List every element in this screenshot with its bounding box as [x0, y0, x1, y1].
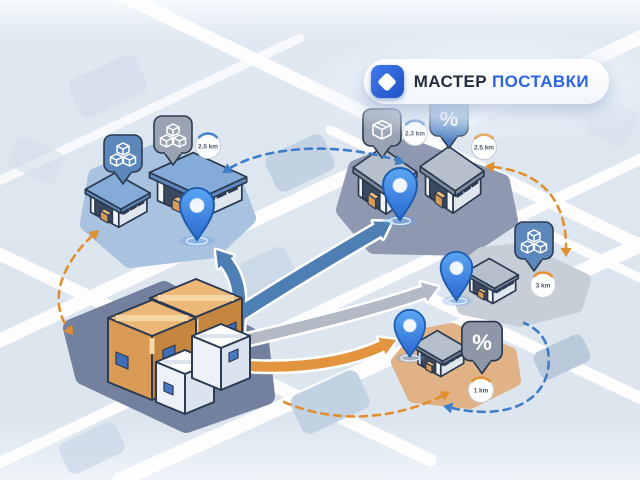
- dashed-route-east-southeast: [443, 321, 551, 414]
- brand-diamond-icon: [370, 65, 404, 98]
- pin-southeast: [393, 308, 427, 363]
- distance-badge-southeast: 1 km: [468, 376, 494, 403]
- shipping-label: [228, 348, 239, 363]
- percent-icon: %: [472, 330, 492, 355]
- depot-boxes: [107, 278, 251, 415]
- arrowhead: [63, 324, 73, 335]
- brand-name-secondary: ПОСТАВКИ: [492, 71, 589, 91]
- city-block: [68, 54, 148, 118]
- pin-east: [439, 250, 474, 306]
- arrowhead: [560, 248, 572, 257]
- arrowhead: [439, 391, 450, 401]
- arrowhead: [222, 163, 233, 173]
- dashed-path: [57, 234, 94, 330]
- arrowhead: [88, 230, 99, 240]
- dashed-route-depot-southeast: [282, 391, 450, 418]
- distance-label: 2.0 km: [198, 143, 218, 150]
- arrowhead: [485, 161, 495, 173]
- city-block: [290, 370, 370, 434]
- distance-badge-northwest: 2.0 km: [195, 132, 221, 159]
- shipping-label: [163, 381, 174, 396]
- pin-northwest: [179, 187, 215, 247]
- route-arrowhead-orange: [378, 337, 396, 355]
- route-arrowhead-blue-curved: [216, 250, 234, 269]
- route-arrowhead-blue-straight: [373, 221, 391, 239]
- pin-north: [382, 167, 418, 227]
- arrowhead: [443, 402, 454, 414]
- dashed-route-depot-northwest: [57, 230, 99, 335]
- dashed-route-northwest-north: [222, 147, 405, 173]
- route-arrowhead-gray: [420, 282, 438, 302]
- dashed-route-north-east: [485, 161, 572, 257]
- dashed-routes: [57, 147, 572, 418]
- distance-label: 2.5 km: [474, 144, 494, 151]
- distance-label: 1 km: [474, 387, 489, 394]
- white-box-right: [191, 323, 251, 391]
- dashed-path: [282, 394, 444, 418]
- dashed-path: [228, 147, 398, 170]
- location-pins: [179, 167, 474, 363]
- badge-arc: [532, 271, 554, 278]
- dashed-path: [492, 165, 568, 250]
- shipping-label: [115, 351, 129, 370]
- arrowhead: [394, 154, 405, 166]
- badge-arc: [470, 376, 492, 383]
- distance-badge-east: 3 km: [530, 271, 556, 298]
- city-block: [59, 422, 125, 474]
- badge-arc: [197, 132, 219, 139]
- discount-bubble-southeast: %: [461, 320, 503, 375]
- city-block: [7, 136, 65, 184]
- dashed-path: [450, 321, 551, 414]
- distance-label: 3 km: [536, 282, 551, 289]
- brand-name-primary: МАСТЕР: [413, 71, 488, 91]
- diamond-shape: [377, 71, 398, 92]
